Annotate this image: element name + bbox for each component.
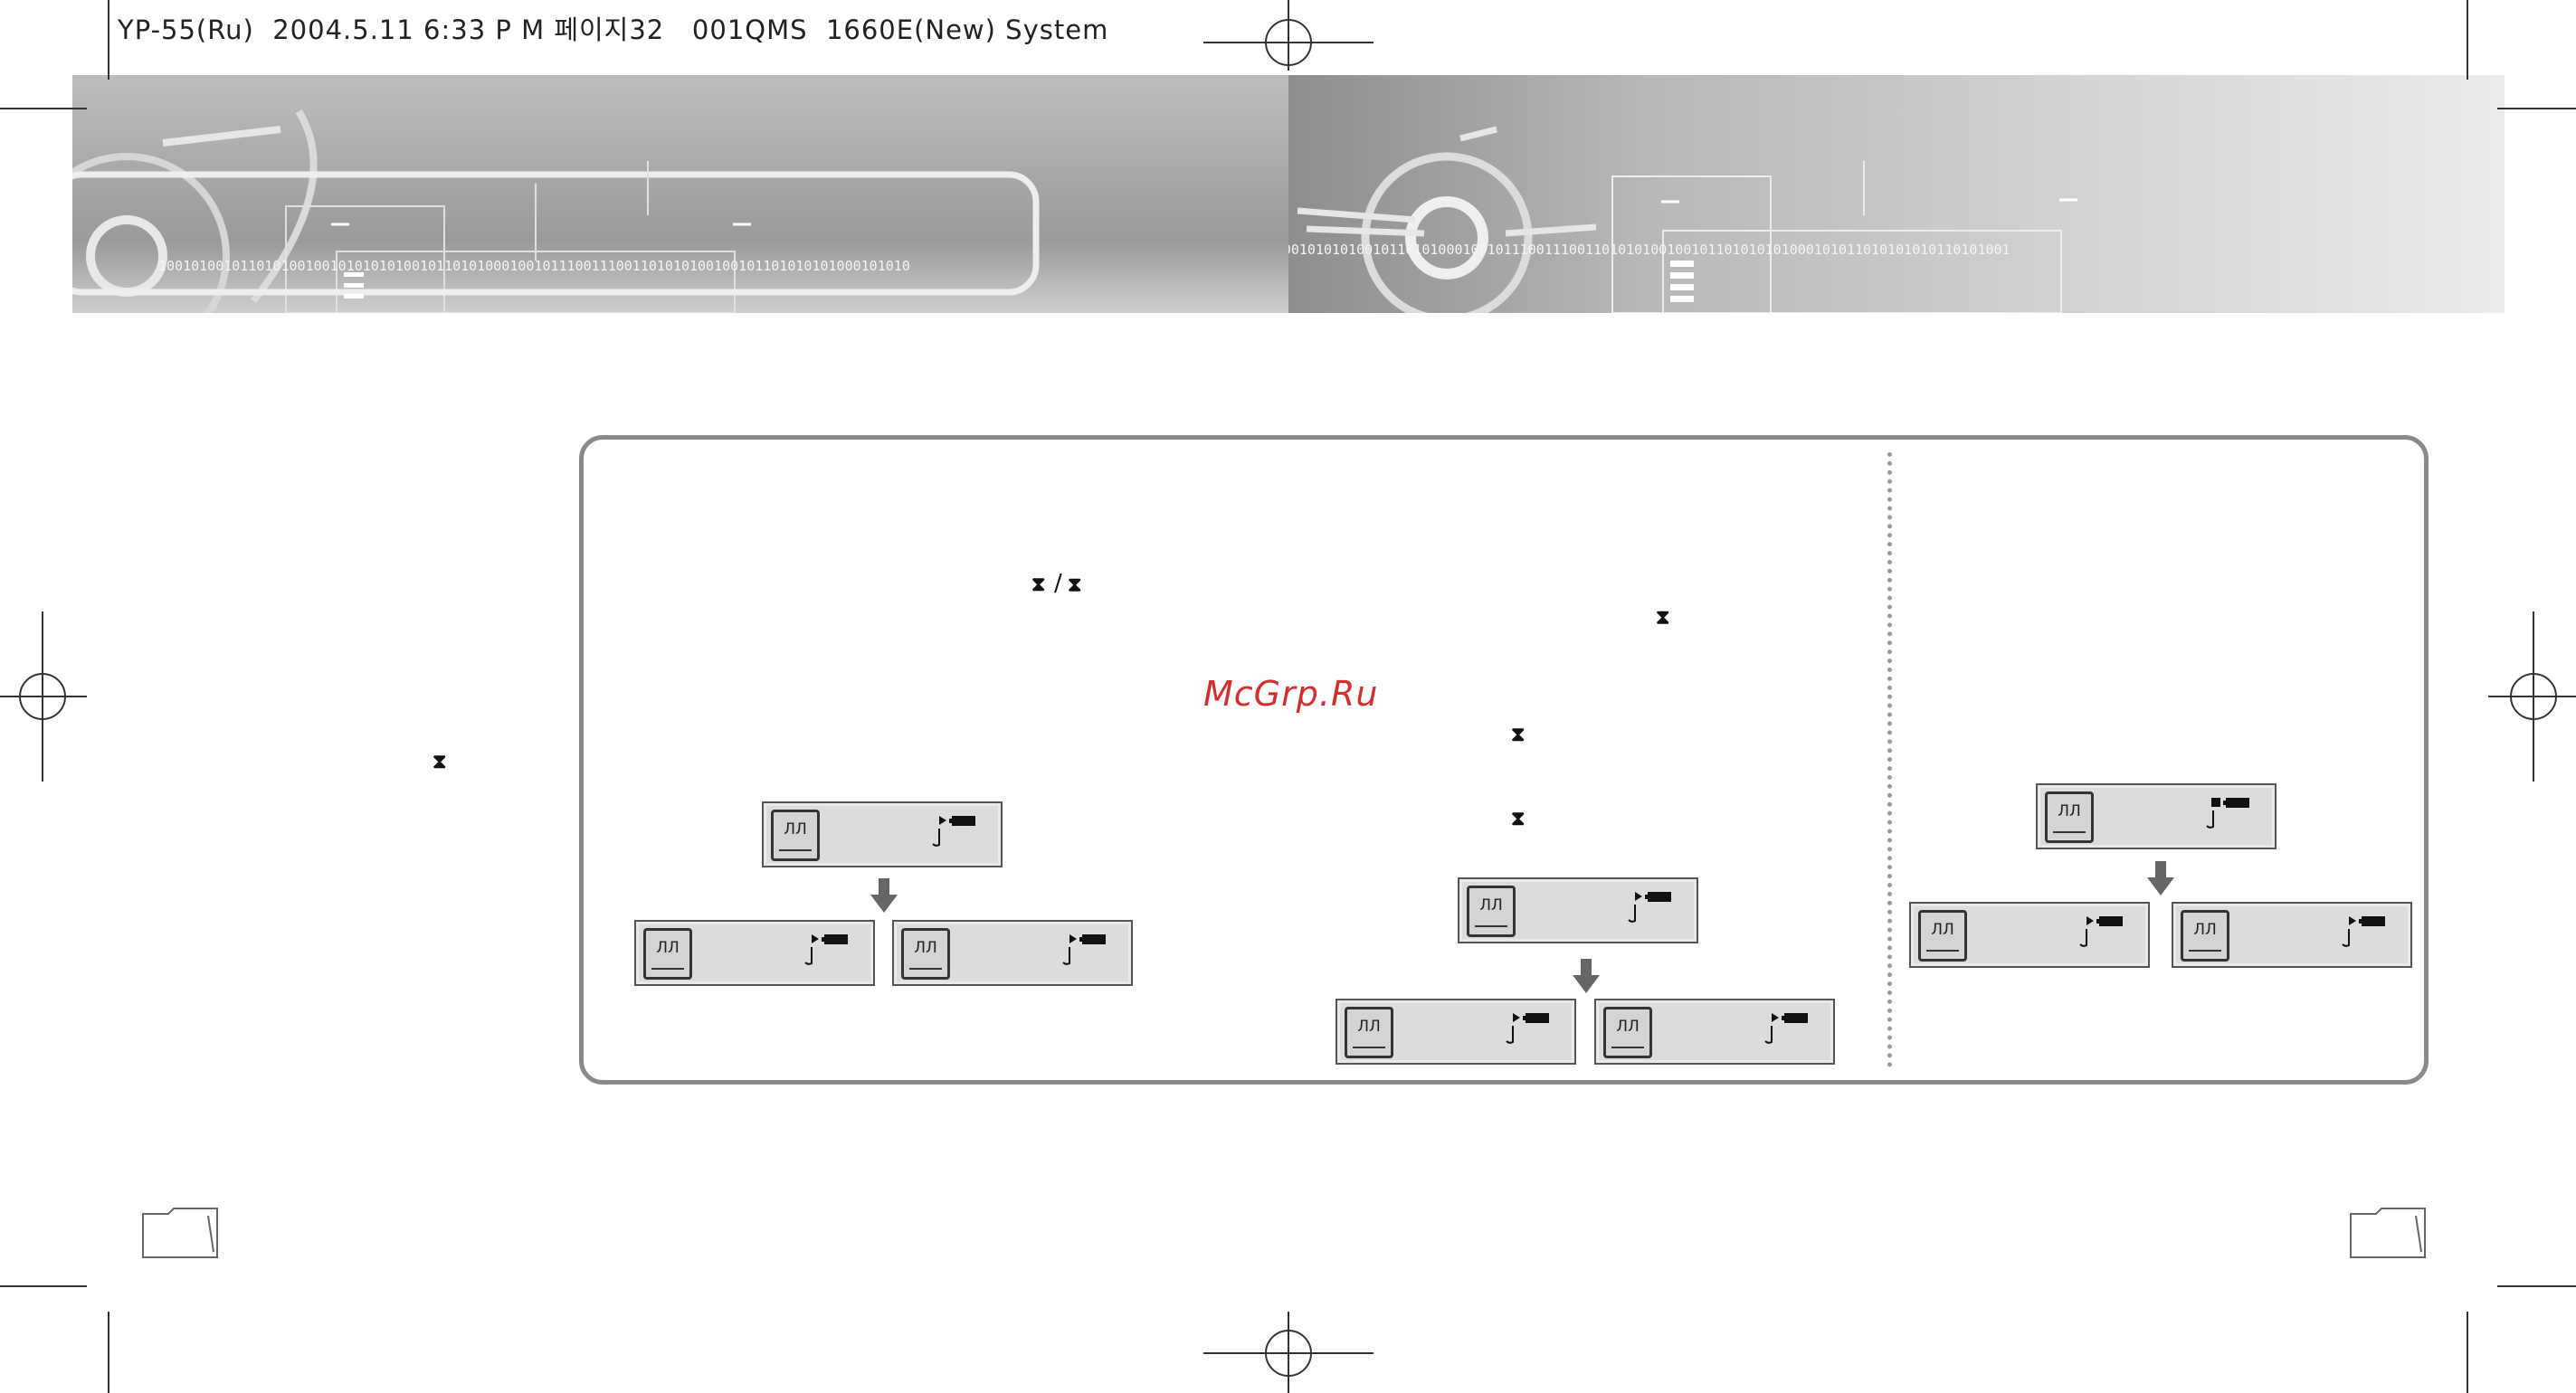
lcd-screen: ЛЛ — [2172, 902, 2412, 968]
skip-forward-icon: ⧗ — [433, 751, 447, 773]
dotted-divider — [1887, 452, 1892, 1067]
music-tile-icon: ЛЛ — [1918, 910, 1967, 962]
skip-forward-icon: ⧗ — [1511, 808, 1526, 830]
play-battery-icon — [1506, 1013, 1549, 1044]
music-tile-icon: ЛЛ — [643, 928, 692, 980]
page-tab-left-icon — [142, 1208, 218, 1258]
lcd-screen: ЛЛ — [634, 920, 875, 986]
music-tile-icon: ЛЛ — [1345, 1007, 1393, 1058]
skip-back-icon: ⧗ — [1656, 606, 1670, 629]
print-header: YP-55(Ru) 2004.5.11 6:33 P M 페이지32 001QM… — [118, 14, 1109, 45]
lcd-screen: ЛЛ — [1594, 999, 1835, 1065]
play-battery-icon — [2079, 916, 2123, 947]
music-tile-icon: ЛЛ — [2045, 791, 2094, 843]
lcd-screen: ЛЛ — [892, 920, 1133, 986]
skip-forward-icon: ⧗ — [1511, 724, 1526, 746]
lcd-screen: ЛЛ — [762, 801, 1003, 867]
play-battery-icon — [932, 816, 975, 847]
music-tile-icon: ЛЛ — [1603, 1007, 1652, 1058]
arrow-down-icon — [870, 878, 898, 913]
music-tile-icon: ЛЛ — [1467, 886, 1516, 937]
arrow-down-icon — [2147, 861, 2174, 896]
watermark: McGrp.Ru — [1203, 674, 1379, 714]
banner-right-art — [1297, 126, 2077, 313]
play-battery-icon — [1062, 934, 1106, 965]
lcd-screen: ЛЛ — [1336, 999, 1576, 1065]
binary-strip-left: 1001010010110101001001010101010010110101… — [158, 258, 910, 274]
music-tile-icon: ЛЛ — [901, 928, 950, 980]
content-box — [579, 435, 2429, 1085]
banner-left: 1001010010110101001001010101010010110101… — [72, 75, 1288, 313]
arrow-down-icon — [1573, 959, 1600, 993]
music-tile-icon: ЛЛ — [2181, 910, 2229, 962]
lcd-screen: ЛЛ — [2036, 783, 2277, 849]
music-tile-icon: ЛЛ — [771, 810, 820, 861]
play-battery-icon — [804, 934, 848, 965]
page-tab-right-icon — [2350, 1208, 2426, 1258]
play-battery-icon — [1764, 1013, 1808, 1044]
slash-separator: / — [1054, 570, 1062, 597]
skip-forward-icon: ⧗ — [1031, 573, 1046, 596]
play-battery-icon — [1628, 892, 1671, 923]
banner-right: 0010110101101010100100101010010101010010… — [1288, 75, 2505, 313]
stop-battery-icon — [2206, 798, 2249, 829]
binary-strip-right: 0010110101101010100100101010010101010010… — [1288, 242, 2010, 258]
lcd-screen: ЛЛ — [1458, 877, 1698, 943]
play-battery-icon — [2342, 916, 2385, 947]
skip-back-icon: ⧗ — [1068, 573, 1082, 596]
lcd-screen: ЛЛ — [1909, 902, 2150, 968]
banner-left-art — [72, 109, 1040, 313]
